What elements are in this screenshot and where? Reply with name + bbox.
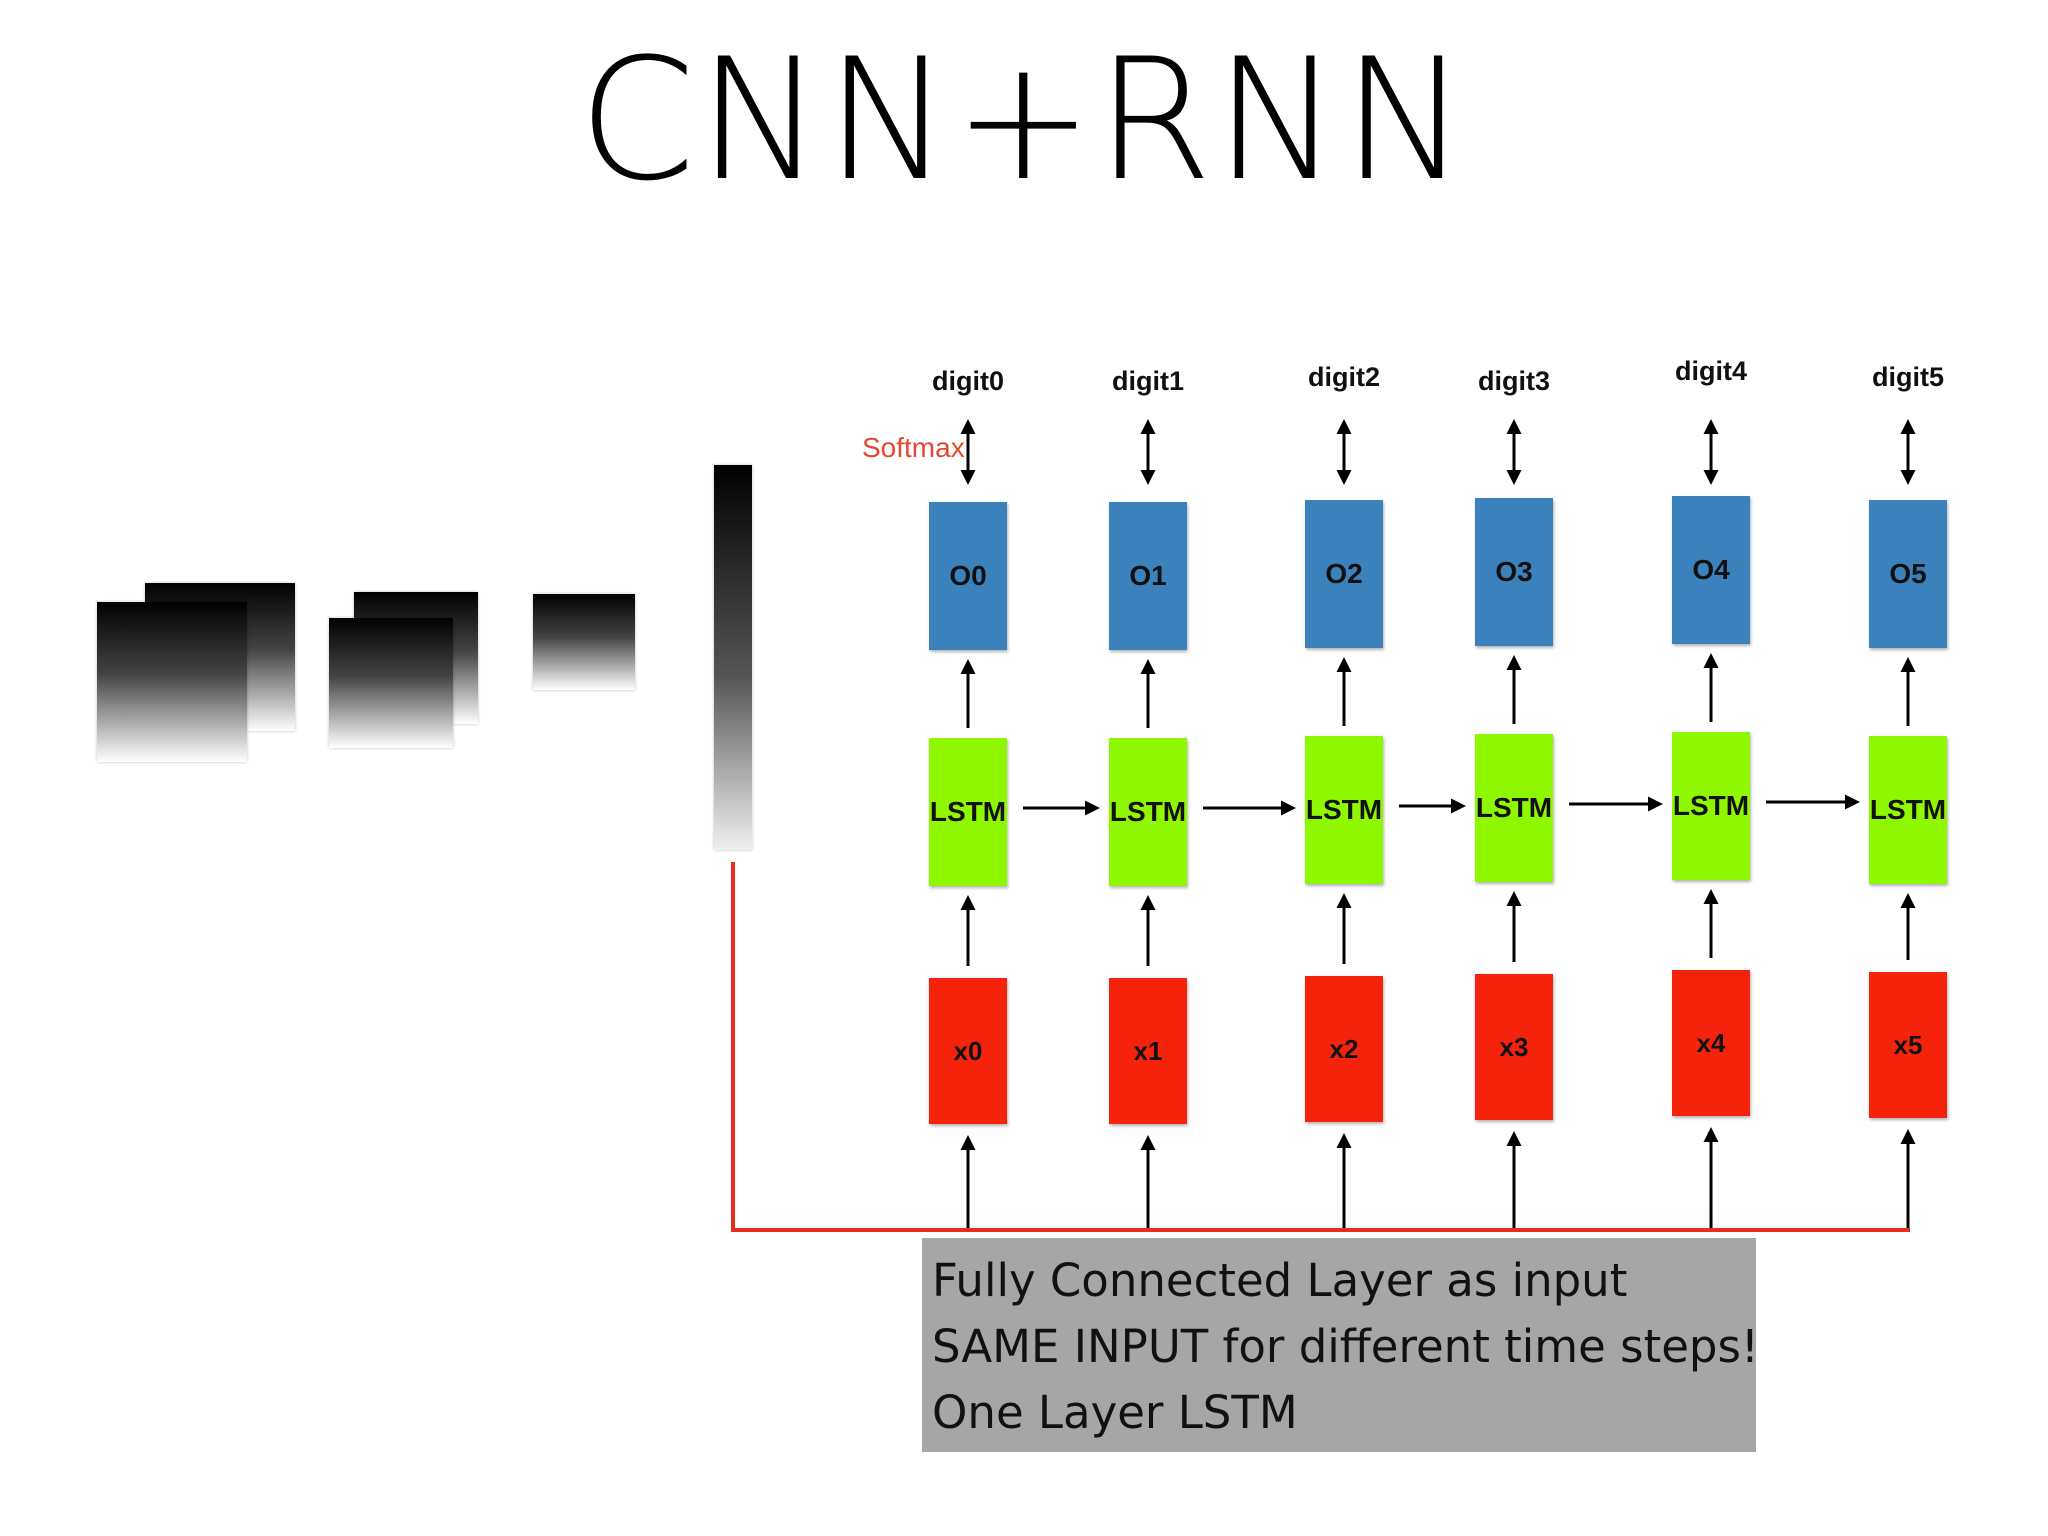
input-block-3: x3 [1475,974,1553,1120]
feature-map-2-front [329,618,453,748]
output-block-2: O2 [1305,500,1383,648]
input-block-1: x1 [1109,978,1187,1124]
digit-label-0: digit0 [932,366,1004,396]
input-block-2: x2 [1305,976,1383,1122]
feature-map-1-front [97,602,247,762]
lstm-block-1: LSTM [1109,738,1187,886]
feature-map-3 [533,594,635,690]
digit-label-2: digit2 [1308,362,1380,392]
output-block-0: O0 [929,502,1007,650]
digit-label-1: digit1 [1112,366,1184,396]
softmax-label: Softmax [862,432,965,463]
output-block-3: O3 [1475,498,1553,646]
input-block-4: x4 [1672,970,1750,1116]
output-block-4: O4 [1672,496,1750,644]
digit-label-3: digit3 [1478,366,1550,396]
fully-connected-vector [714,465,752,850]
note-box: Fully Connected Layer as input SAME INPU… [922,1238,1759,1452]
input-block-5: x5 [1869,972,1947,1118]
output-block-1: O1 [1109,502,1187,650]
input-block-0: x0 [929,978,1007,1124]
note-line-3: One Layer LSTM [932,1386,1298,1439]
lstm-block-3: LSTM [1475,734,1553,882]
note-line-2: SAME INPUT for different time steps! [932,1320,1759,1373]
lstm-block-4: LSTM [1672,732,1750,880]
note-line-1: Fully Connected Layer as input [932,1254,1628,1307]
digit-label-5: digit5 [1872,362,1944,392]
lstm-block-2: LSTM [1305,736,1383,884]
output-block-5: O5 [1869,500,1947,648]
digit-label-4: digit4 [1675,356,1747,386]
lstm-block-0: LSTM [929,738,1007,886]
lstm-block-5: LSTM [1869,736,1947,884]
slide-title: CNN+RNN [578,22,1470,218]
